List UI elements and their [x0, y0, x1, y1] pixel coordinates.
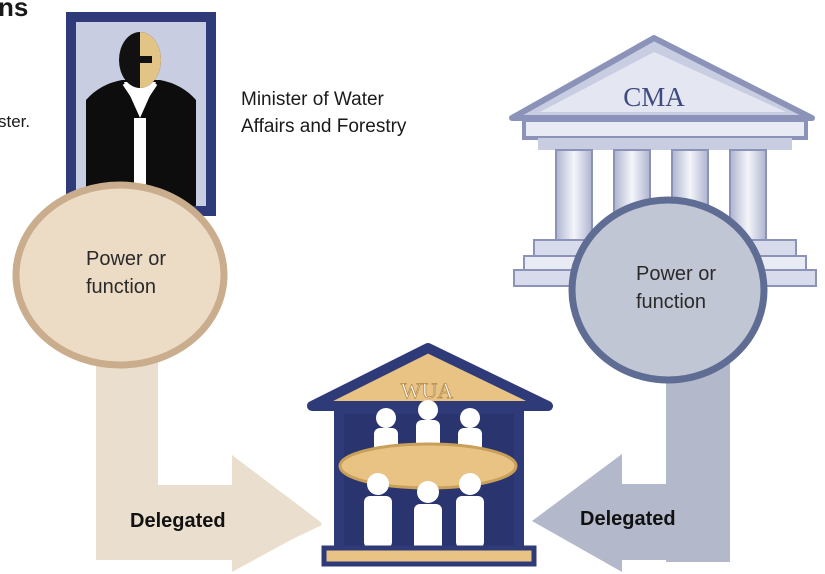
page-title: ns	[0, 0, 29, 22]
left-power-bubble	[12, 181, 228, 369]
wua-label: WUA	[401, 378, 454, 403]
minister-label-line1: Minister of Water	[241, 89, 384, 110]
right-bubble-text: Power or function	[636, 260, 716, 316]
right-bubble-line1: Power or	[636, 263, 717, 285]
left-bubble-line2: function	[86, 276, 157, 298]
left-bubble-text: Power or function	[86, 245, 166, 301]
wua-building	[307, 343, 553, 567]
minister-label-line2: Affairs and Forestry	[241, 116, 407, 137]
minister-label: Minister of Water Affairs and Forestry	[241, 86, 406, 140]
minister-portrait	[66, 12, 216, 216]
left-bubble-line1: Power or	[86, 248, 167, 270]
cma-label: CMA	[623, 82, 685, 112]
left-delegated-label: Delegated	[130, 510, 226, 532]
right-bubble-line2: function	[636, 291, 707, 313]
right-power-bubble	[568, 196, 768, 384]
left-flow-arrow	[96, 330, 322, 572]
right-delegated-label: Delegated	[580, 508, 676, 530]
partial-caption: ster.	[0, 112, 31, 131]
